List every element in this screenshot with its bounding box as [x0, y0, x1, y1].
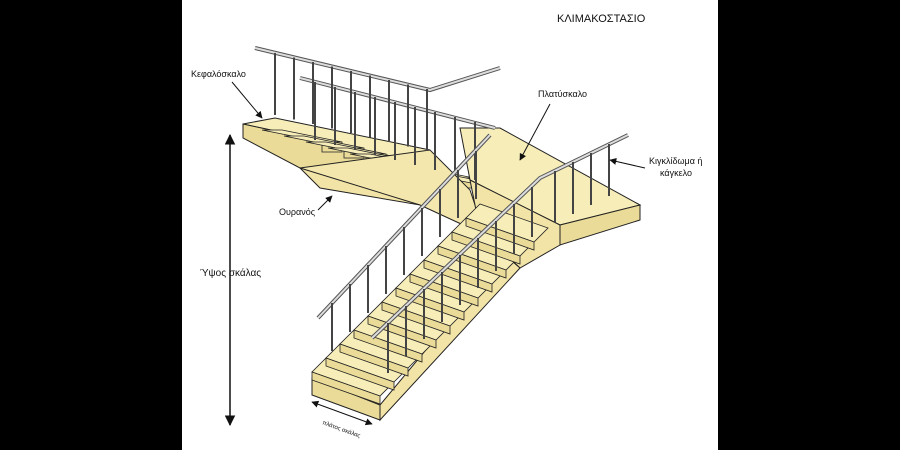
head-step-pointer [231, 81, 263, 119]
lower-step-riser [465, 217, 535, 251]
diagram-title: ΚΛΙΜΑΚΟΣΤΑΣΙΟ [557, 13, 646, 25]
soffit-label: Ουρανός [279, 207, 316, 217]
lower-step-riser [311, 371, 381, 405]
lower-step-riser [339, 343, 409, 377]
head-step-label: Κεφαλόσκαλο [191, 69, 246, 79]
railing-pointer [609, 157, 646, 169]
railing-upper [254, 46, 501, 180]
lower-step-riser [437, 245, 507, 279]
stair-width-arrow [311, 400, 373, 426]
stair-width-label: πλάτος σκάλας [321, 419, 361, 439]
landing-pointer [519, 103, 551, 161]
landing-label: Πλατύσκαλο [538, 89, 587, 99]
lower-step-riser [325, 357, 395, 391]
lower-flight [311, 203, 549, 422]
letterbox-left [0, 0, 182, 450]
railing-lower [316, 133, 629, 373]
stair-height-label: Ύψος σκάλας [200, 267, 261, 279]
soffit-pointer [317, 195, 333, 211]
diagram-canvas [182, 0, 718, 450]
lower-step-riser [451, 231, 521, 265]
railing-label-line1: Κιγκλίδωμα ή [649, 156, 702, 166]
lower-step-riser [423, 259, 493, 293]
letterbox-right [718, 0, 900, 450]
railing-label-line2: κάγκελο [660, 168, 692, 178]
